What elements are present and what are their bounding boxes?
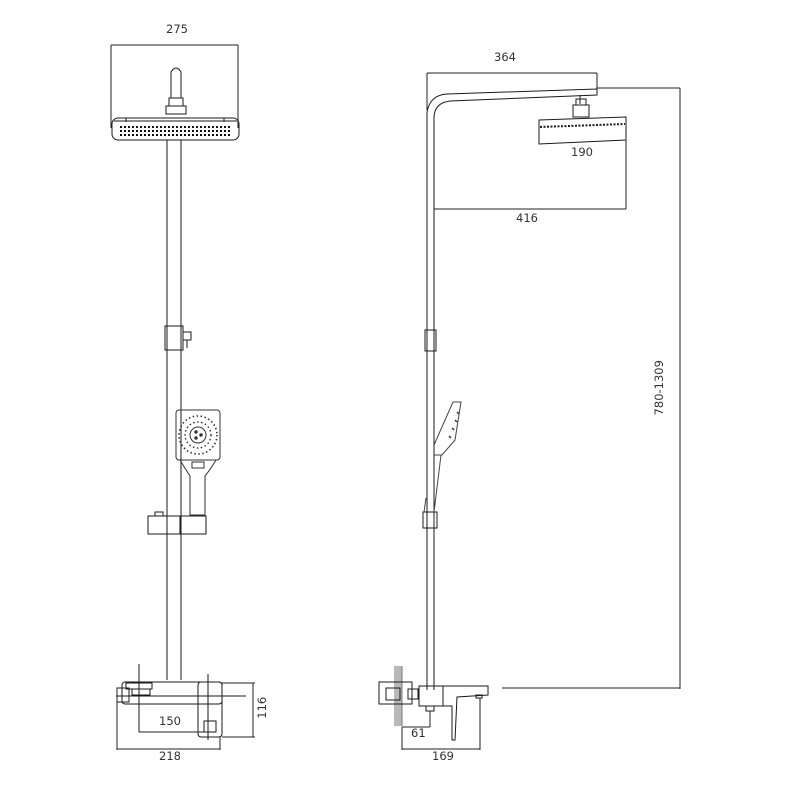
dimension-line-height (502, 88, 680, 689)
dimension-wall-offset: 61 (411, 726, 426, 740)
thermostatic-mixer (116, 664, 246, 740)
riser-pipe-side (423, 112, 437, 690)
dimension-mixer-center-distance: 150 (159, 714, 181, 728)
overhead-shower-head (112, 68, 239, 140)
dimension-arm-reach: 364 (494, 50, 516, 64)
dimension-overhead-width: 275 (166, 22, 188, 36)
hand-shower-side (424, 402, 461, 512)
dimension-mixer-height: 116 (255, 696, 270, 719)
dimension-wall-to-head: 416 (516, 211, 538, 225)
mixer-side-dimension-lines (402, 698, 480, 750)
dimension-line-416 (434, 140, 626, 209)
wall-section (394, 666, 402, 726)
dimension-line-275 (111, 45, 238, 128)
dimension-line-364 (427, 73, 597, 110)
thermostatic-mixer-side (379, 682, 488, 740)
dimension-mixer-total-width: 218 (159, 749, 181, 763)
front-view (111, 45, 255, 750)
hose-connector (165, 326, 191, 350)
hand-shower (176, 410, 220, 515)
dimension-column-height: 780-1309 (651, 360, 666, 416)
mixer-dimension-lines (117, 683, 255, 750)
dimension-mixer-depth: 169 (432, 749, 454, 763)
side-view (379, 73, 680, 750)
slide-bracket (148, 512, 206, 534)
dimension-head-depth: 190 (571, 145, 593, 159)
shower-arm (427, 89, 597, 118)
overhead-shower-head-side (539, 95, 626, 144)
